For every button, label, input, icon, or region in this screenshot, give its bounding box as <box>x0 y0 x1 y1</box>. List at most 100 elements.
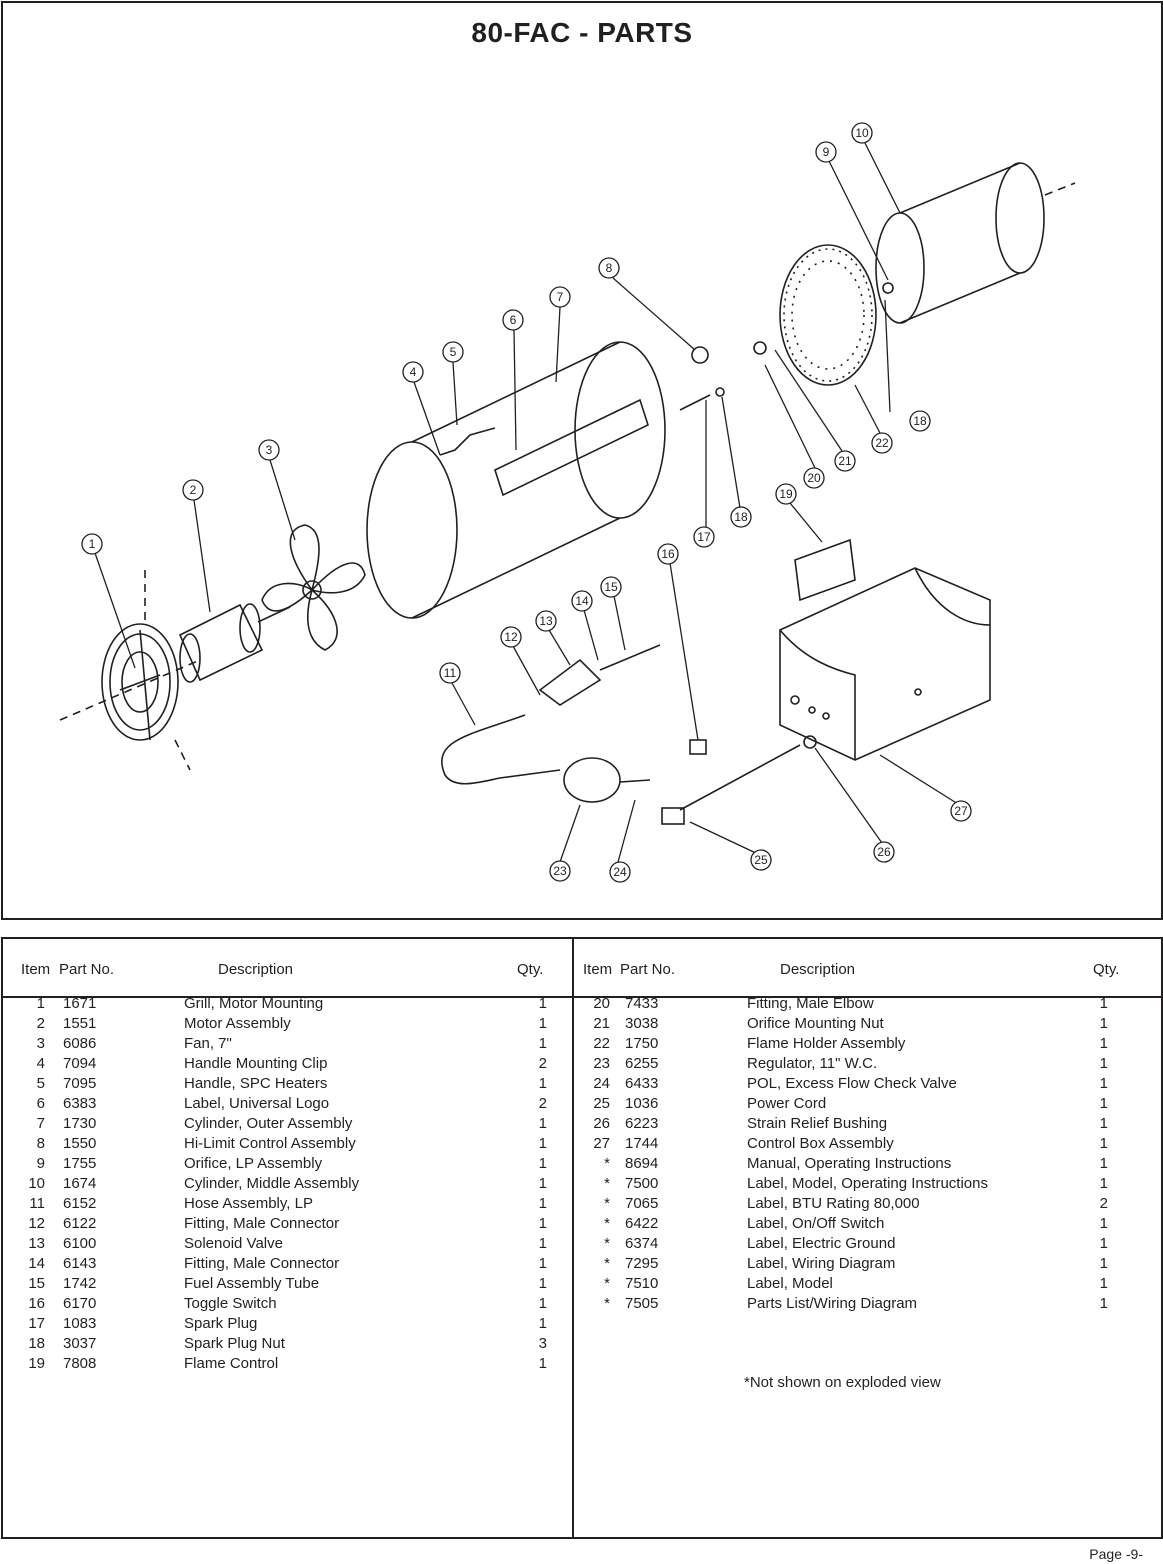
fan <box>261 524 366 651</box>
header-rule <box>3 996 1161 998</box>
part-description: Regulator, 11" W.C. <box>747 1055 878 1072</box>
footnote: *Not shown on exploded view <box>744 1374 941 1391</box>
item-number: 1 <box>36 995 45 1012</box>
callout-1: 1 <box>81 533 103 555</box>
middle-cylinder <box>875 162 1076 324</box>
hose-regulator <box>441 644 661 803</box>
svg-text:5: 5 <box>450 345 457 359</box>
part-quantity: 1 <box>538 1175 547 1192</box>
part-quantity: 1 <box>538 1015 547 1032</box>
header-description-right: Description <box>780 961 856 978</box>
part-number: 6374 <box>625 1235 659 1252</box>
control-box <box>779 567 991 761</box>
part-quantity: 2 <box>538 1055 547 1072</box>
part-number: 8694 <box>625 1155 659 1172</box>
hi-limit-control <box>691 346 709 364</box>
part-quantity: 1 <box>538 1315 547 1332</box>
svg-text:10: 10 <box>855 126 869 140</box>
part-number: 6223 <box>625 1115 659 1132</box>
part-quantity: 1 <box>538 1115 547 1132</box>
item-number: 12 <box>28 1215 45 1232</box>
part-description: Hose Assembly, LP <box>184 1195 313 1212</box>
part-quantity: 1 <box>1099 1255 1108 1272</box>
callout-18b: 18 <box>909 410 931 432</box>
callout-7: 7 <box>549 286 571 308</box>
part-description: Control Box Assembly <box>747 1135 894 1152</box>
part-description: Label, On/Off Switch <box>747 1215 885 1232</box>
part-description: Label, Electric Ground <box>747 1235 896 1252</box>
part-number: 6100 <box>63 1235 97 1252</box>
part-description: Handle Mounting Clip <box>184 1055 328 1072</box>
part-description: Orifice, LP Assembly <box>184 1155 323 1172</box>
part-number: 7094 <box>63 1055 97 1072</box>
part-number: 6383 <box>63 1095 97 1112</box>
part-description: Solenoid Valve <box>184 1235 283 1252</box>
header-item-left: Item <box>21 961 51 978</box>
svg-text:25: 25 <box>754 853 768 867</box>
callouts: 1 2 3 4 5 6 7 8 9 10 11 12 13 14 15 16 1… <box>81 122 972 883</box>
part-quantity: 3 <box>538 1335 547 1352</box>
svg-text:21: 21 <box>838 454 852 468</box>
svg-text:1: 1 <box>89 537 96 551</box>
part-quantity: 1 <box>1099 1135 1108 1152</box>
part-description: Flame Holder Assembly <box>747 1035 906 1052</box>
part-number: 1550 <box>63 1135 97 1152</box>
callout-10: 10 <box>851 122 873 144</box>
item-number: 22 <box>593 1035 610 1052</box>
spark-plug <box>679 394 711 411</box>
callout-27: 27 <box>950 800 972 822</box>
item-number: * <box>604 1175 610 1192</box>
svg-text:17: 17 <box>697 530 711 544</box>
part-number: 1730 <box>63 1115 97 1132</box>
item-number: 20 <box>593 995 610 1012</box>
svg-text:22: 22 <box>875 436 889 450</box>
svg-text:11: 11 <box>444 666 457 680</box>
svg-text:14: 14 <box>575 594 589 608</box>
header-qty-left: Qty. <box>517 961 544 978</box>
svg-text:20: 20 <box>807 471 821 485</box>
svg-text:9: 9 <box>823 145 830 159</box>
part-number: 6143 <box>63 1255 97 1272</box>
part-quantity: 1 <box>538 1215 547 1232</box>
exploded-view-panel: 80-FAC - PARTS <box>1 1 1163 920</box>
toggle-switch <box>689 739 707 755</box>
part-description: Handle, SPC Heaters <box>184 1075 328 1092</box>
callout-17: 17 <box>693 526 715 548</box>
grill-motor-mounting <box>59 570 201 771</box>
part-description: Fan, 7" <box>184 1035 232 1052</box>
svg-text:4: 4 <box>410 365 417 379</box>
part-description: Spark Plug <box>184 1315 258 1332</box>
spark-plug-nut <box>715 387 725 397</box>
part-quantity: 1 <box>1099 1295 1108 1312</box>
part-quantity: 1 <box>1099 1115 1108 1132</box>
part-description: Label, BTU Rating 80,000 <box>747 1195 920 1212</box>
callout-9: 9 <box>815 141 837 163</box>
item-number: 16 <box>28 1295 45 1312</box>
part-quantity: 1 <box>538 1255 547 1272</box>
part-quantity: 1 <box>538 995 547 1012</box>
callout-19: 19 <box>775 483 797 505</box>
part-description: Label, Wiring Diagram <box>747 1255 896 1272</box>
part-description: Fitting, Male Elbow <box>747 995 874 1012</box>
callout-18: 18 <box>730 506 752 528</box>
callout-20: 20 <box>803 467 825 489</box>
callout-22: 22 <box>871 432 893 454</box>
part-description: Cylinder, Middle Assembly <box>184 1175 360 1192</box>
page-title: 80-FAC - PARTS <box>471 17 693 48</box>
part-number: 1742 <box>63 1275 97 1292</box>
column-divider <box>572 939 574 1537</box>
svg-text:13: 13 <box>539 614 553 628</box>
part-number: 6422 <box>625 1215 659 1232</box>
part-quantity: 1 <box>1099 1215 1108 1232</box>
part-number: 3037 <box>63 1335 97 1352</box>
svg-text:26: 26 <box>877 845 891 859</box>
part-number: 1674 <box>63 1175 97 1192</box>
item-number: 9 <box>36 1155 45 1172</box>
part-number: 6255 <box>625 1055 659 1072</box>
item-number: 3 <box>36 1035 45 1052</box>
part-number: 7433 <box>625 995 659 1012</box>
part-description: POL, Excess Flow Check Valve <box>747 1075 957 1092</box>
part-quantity: 1 <box>538 1235 547 1252</box>
callout-15: 15 <box>600 576 622 598</box>
part-description: Cylinder, Outer Assembly <box>184 1115 353 1132</box>
